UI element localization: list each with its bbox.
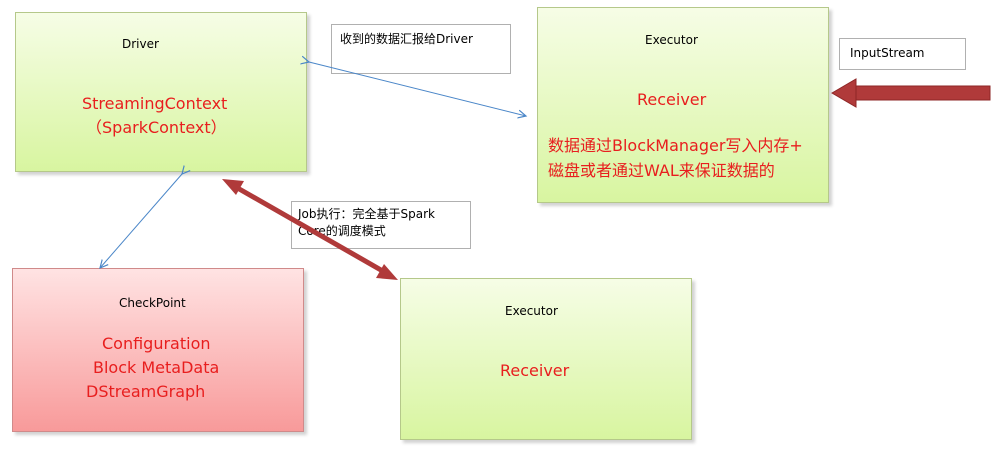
checkpoint-block-metadata: Block MetaData — [93, 358, 220, 377]
executor-top-receiver: Receiver — [637, 90, 707, 109]
executor-bottom-title: Executor — [505, 304, 558, 318]
driver-title: Driver — [122, 37, 159, 51]
executor-bottom-receiver: Receiver — [500, 361, 570, 380]
driver-checkpoint-connector — [100, 174, 182, 268]
executor-top-desc-line1: 数据通过BlockManager写入内存+ — [548, 136, 803, 155]
job-note-line1: Job执行：完全基于Spark — [298, 207, 435, 221]
executor-top-title: Executor — [645, 33, 698, 47]
checkpoint-title: CheckPoint — [119, 296, 186, 310]
input-stream-box[interactable]: InputStream — [839, 38, 966, 70]
spark-context-label: （SparkContext） — [86, 118, 227, 137]
job-note[interactable]: Job执行：完全基于Spark Core的调度模式 — [291, 201, 471, 249]
executor-bottom-box[interactable]: Executor Receiver — [400, 278, 692, 440]
executor-top-desc-line2: 磁盘或者通过WAL来保证数据的 — [548, 161, 775, 180]
streaming-context-label: StreamingContext — [82, 94, 228, 113]
checkpoint-configuration: Configuration — [102, 334, 211, 353]
driver-box[interactable]: Driver StreamingContext （SparkContext） — [15, 12, 307, 172]
input-stream-label: InputStream — [850, 46, 925, 60]
checkpoint-box[interactable]: CheckPoint Configuration Block MetaData … — [12, 268, 304, 432]
input-stream-arrow — [831, 78, 991, 108]
report-note[interactable]: 收到的数据汇报给Driver — [331, 24, 511, 74]
checkpoint-dstreamgraph: DStreamGraph — [86, 382, 206, 401]
job-note-line2: Core的调度模式 — [298, 224, 386, 238]
report-note-text: 收到的数据汇报给Driver — [340, 32, 473, 46]
executor-top-box[interactable]: Executor Receiver 数据通过BlockManager写入内存+ … — [537, 7, 829, 203]
